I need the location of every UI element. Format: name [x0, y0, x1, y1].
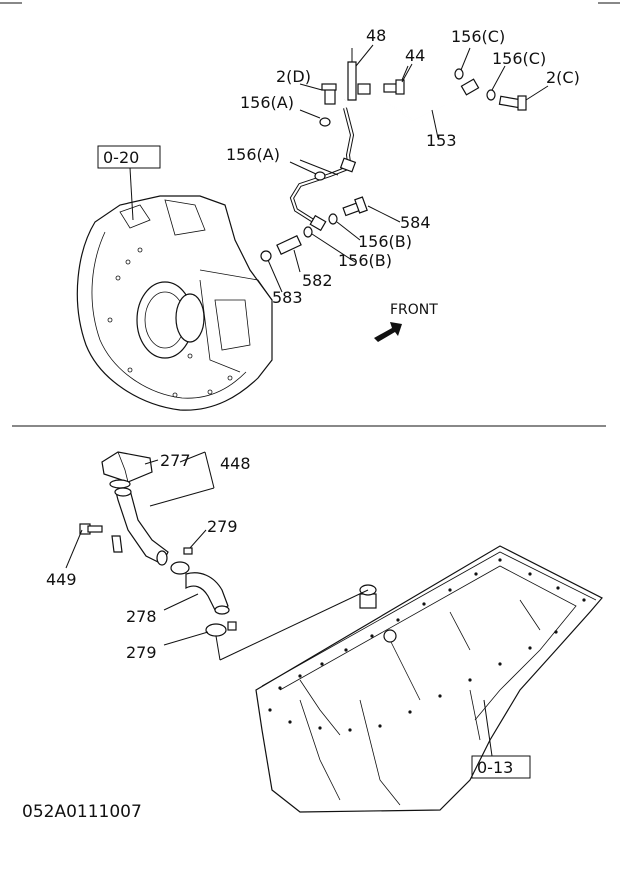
washer-583: [260, 250, 272, 262]
bolt-584: [342, 196, 368, 217]
label-156b-1: 156(B): [358, 232, 412, 251]
flywheel-housing: [76, 195, 273, 411]
leader-lines-lower: [65, 459, 493, 757]
o-ring-448: [109, 479, 131, 489]
label-279-2: 279: [126, 643, 157, 662]
bolt-2c: [498, 95, 527, 111]
front-label: FRONT: [390, 302, 438, 318]
ref-box-0-20-label: 0-20: [103, 148, 139, 167]
oil-pipe-153: [343, 78, 480, 171]
label-279-1: 279: [207, 517, 238, 536]
filler-cap-277: [101, 451, 153, 483]
label-582: 582: [302, 271, 333, 290]
label-583: 583: [272, 288, 303, 307]
ref-box-0-13: 0-13: [471, 755, 531, 779]
label-2c: 2(C): [546, 68, 580, 87]
washer-156c-2: [486, 89, 496, 101]
front-arrow-icon: [374, 322, 402, 342]
label-277: 277: [160, 451, 191, 470]
ref-box-0-13-label: 0-13: [477, 758, 513, 777]
washer-156c-1: [454, 68, 464, 80]
bolt-2d: [321, 83, 337, 105]
label-44: 44: [405, 46, 425, 65]
label-278: 278: [126, 607, 157, 626]
tube-bracket: [111, 535, 123, 553]
bracket-48: [347, 48, 357, 101]
label-449: 449: [46, 570, 77, 589]
washer-156b-1: [328, 213, 338, 225]
ref-box-0-20: 0-20: [97, 145, 161, 221]
diagram-code: 052A0111007: [22, 802, 142, 822]
clamp-279-2: [205, 621, 237, 637]
label-156a-1: 156(A): [240, 93, 294, 112]
connector-582: [276, 235, 302, 255]
bolt-44: [383, 65, 409, 95]
label-156c-2: 156(C): [492, 49, 546, 68]
washer-156a-2: [314, 171, 326, 181]
hose-278: [185, 572, 230, 615]
label-156a-2: 156(A): [226, 145, 280, 164]
leader-lines-upper: [267, 44, 549, 293]
washer-156b-2: [303, 226, 313, 238]
label-153: 153: [426, 131, 457, 150]
washer-156a-1: [319, 117, 331, 127]
filler-tube-448: [114, 487, 169, 566]
label-2d: 2(D): [276, 67, 311, 86]
leader-448: [149, 451, 215, 507]
label-584: 584: [400, 213, 431, 232]
label-156c-1: 156(C): [451, 27, 505, 46]
label-448: 448: [220, 454, 251, 473]
label-156b-2: 156(B): [338, 251, 392, 270]
clamp-279-1: [170, 547, 193, 575]
oil-pan: [255, 545, 603, 813]
bolt-449: [79, 523, 103, 535]
oil-pipe-lower: [289, 157, 357, 232]
label-48: 48: [366, 26, 386, 45]
